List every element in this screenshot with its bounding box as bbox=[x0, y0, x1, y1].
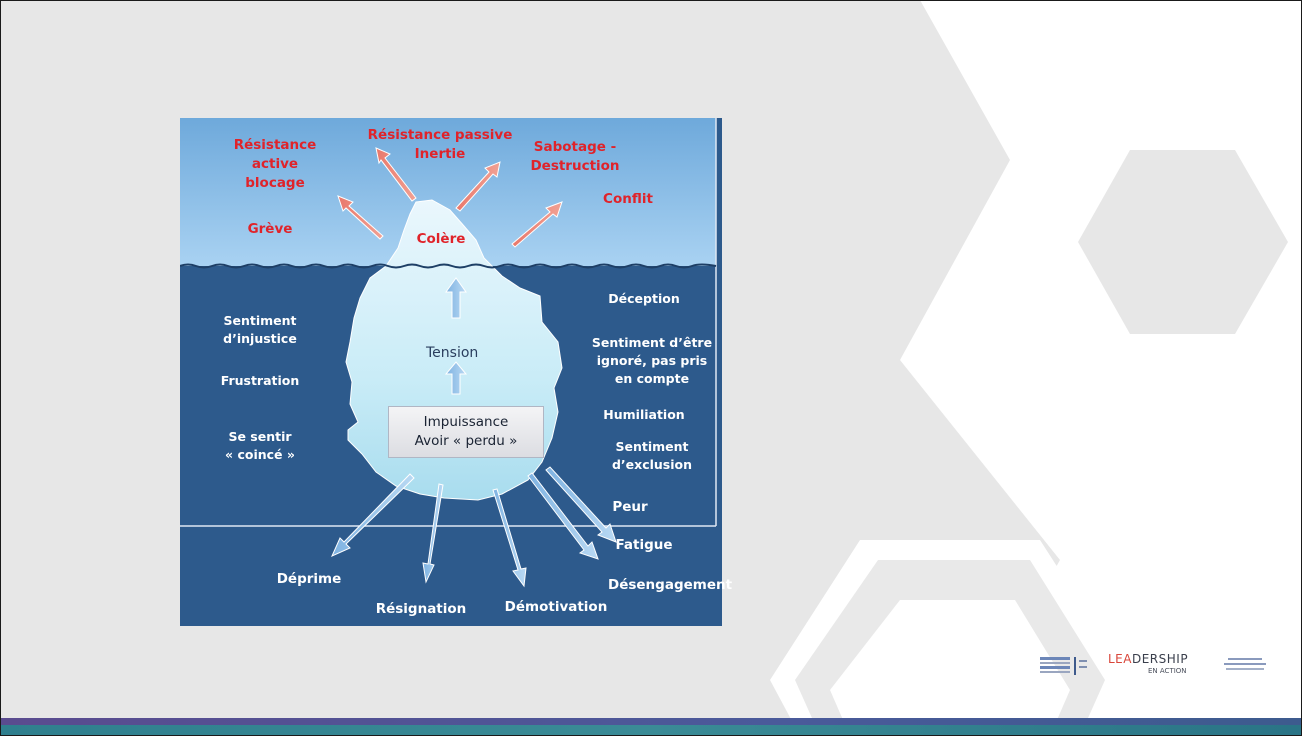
arrow-down-deprime bbox=[331, 473, 415, 557]
label-peur: Peur bbox=[612, 499, 648, 515]
label-line: blocage bbox=[245, 175, 305, 191]
label-deception: Déception bbox=[608, 291, 680, 306]
label-tension: Tension bbox=[426, 345, 479, 361]
partner-logo-left bbox=[1040, 657, 1087, 675]
box-line: Avoir « perdu » bbox=[414, 433, 518, 449]
footer-color-bar bbox=[1, 718, 1301, 735]
label-line: en compte bbox=[614, 371, 690, 386]
leadership-logo: LEADERSHIP bbox=[1108, 652, 1188, 666]
arrow-down-resignation bbox=[422, 483, 444, 584]
box-line: Impuissance bbox=[423, 414, 509, 430]
label-sentiment-ignore: Sentiment d’être ignoré, pas pris en com… bbox=[584, 334, 720, 388]
label-line: Sabotage - bbox=[533, 139, 617, 155]
impuissance-box: Impuissance Avoir « perdu » bbox=[388, 406, 544, 458]
arrow-down-fatigue bbox=[527, 472, 599, 560]
label-sabotage: Sabotage - Destruction bbox=[520, 138, 630, 176]
arrow-down-desengagement bbox=[545, 466, 617, 543]
label-line: active bbox=[251, 156, 299, 172]
label-fatigue: Fatigue bbox=[615, 537, 673, 553]
arrow-up-left bbox=[337, 195, 384, 240]
label-line: Sentiment d’être bbox=[591, 335, 713, 350]
label-resistance-active: Résistance active blocage bbox=[220, 136, 330, 193]
label-line: Sentiment bbox=[615, 439, 689, 454]
logo-rest-text: DERSHIP bbox=[1131, 652, 1189, 666]
arrow-impuissance-up bbox=[444, 361, 468, 395]
leadership-logo-sub: EN ACTION bbox=[1148, 667, 1187, 675]
label-desengagement: Désengagement bbox=[608, 577, 733, 593]
arrow-down-demotivation bbox=[492, 488, 527, 588]
iceberg-diagram: Résistance active blocage Grève Résistan… bbox=[180, 118, 732, 626]
label-sentiment-exclusion: Sentiment d’exclusion bbox=[592, 438, 712, 474]
label-line: Se sentir bbox=[228, 429, 292, 444]
label-line: d’injustice bbox=[223, 331, 297, 346]
arrow-tension-up bbox=[445, 277, 467, 319]
label-sentiment-injustice: Sentiment d’injustice bbox=[210, 312, 310, 348]
hexagon-shape bbox=[1078, 150, 1288, 334]
label-colere: Colère bbox=[416, 231, 466, 247]
arrow-up-center-right bbox=[455, 161, 501, 212]
partner-logo-right bbox=[1224, 658, 1266, 670]
label-demotivation: Démotivation bbox=[504, 599, 608, 615]
label-conflit: Conflit bbox=[603, 191, 653, 207]
label-frustration: Frustration bbox=[220, 373, 300, 388]
arrow-up-center-left bbox=[375, 147, 417, 202]
label-line: d’exclusion bbox=[611, 457, 693, 472]
label-line: « coincé » bbox=[225, 447, 295, 462]
label-resignation: Résignation bbox=[375, 601, 467, 617]
label-deprime: Déprime bbox=[276, 571, 342, 587]
footer-bar-teal bbox=[1, 725, 1301, 735]
label-humiliation: Humiliation bbox=[603, 407, 685, 422]
label-greve: Grève bbox=[247, 221, 293, 237]
label-line: Résistance bbox=[233, 137, 317, 153]
label-line: Sentiment bbox=[223, 313, 297, 328]
label-line: Inertie bbox=[414, 146, 466, 162]
logo-accent-text: LEA bbox=[1108, 652, 1132, 666]
label-resistance-passive: Résistance passive Inertie bbox=[360, 126, 520, 164]
label-line: Destruction bbox=[530, 158, 620, 174]
label-coince: Se sentir « coincé » bbox=[210, 428, 310, 464]
footer-logos: LEADERSHIP EN ACTION bbox=[1040, 652, 1290, 682]
label-line: ignoré, pas pris bbox=[596, 353, 708, 368]
arrow-up-right bbox=[511, 201, 563, 248]
footer-bar-purple bbox=[1, 718, 1301, 725]
label-line: Résistance passive bbox=[367, 127, 513, 143]
